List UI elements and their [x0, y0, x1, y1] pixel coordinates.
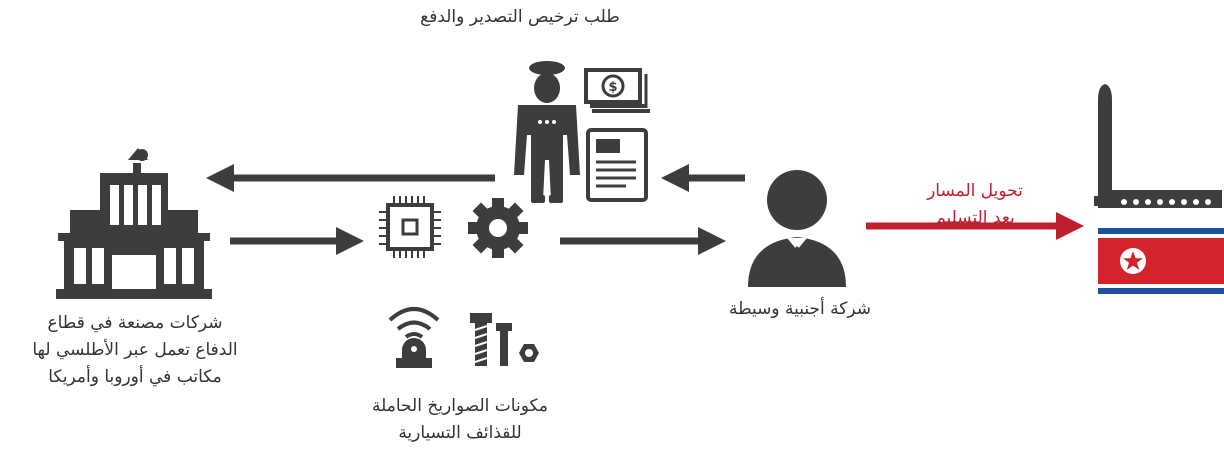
manufacturer-label-line-3: مكاتب في أوروبا وأمريكا [48, 367, 222, 387]
components-label-line-2: للقذائف التسيارية [398, 423, 522, 443]
gear-icon [468, 198, 528, 258]
document-icon [586, 128, 648, 202]
building-satellite-icon [56, 148, 212, 299]
intermediary-label: شركة أجنبية وسيطة [728, 299, 872, 319]
chip-icon [379, 196, 441, 258]
businessman-icon [748, 170, 846, 287]
missile-launcher-icon [1094, 84, 1222, 208]
export-license-label: طلب ترخيص التصدير والدفع [420, 7, 620, 27]
wifi-sensor-icon [388, 307, 440, 368]
north-korea-flag-icon [1098, 228, 1224, 294]
bolt-nut-icon [470, 313, 539, 366]
components-label: مكونات الصواريخ الحاملة للقذائف التسياري… [330, 393, 590, 447]
money-icon: $ [584, 68, 650, 113]
diversion-label-line-1: تحويل المسار [927, 181, 1023, 201]
manufacturer-label-line-2: الدفاع تعمل عبر الأطلسي لها [32, 340, 238, 360]
svg-text:$: $ [608, 80, 617, 95]
officer-icon [514, 61, 580, 203]
components-label-line-1: مكونات الصواريخ الحاملة [372, 396, 548, 416]
manufacturer-label-line-1: شركات مصنعة في قطاع [47, 313, 223, 333]
manufacturer-label: شركات مصنعة في قطاع الدفاع تعمل عبر الأط… [0, 310, 270, 391]
